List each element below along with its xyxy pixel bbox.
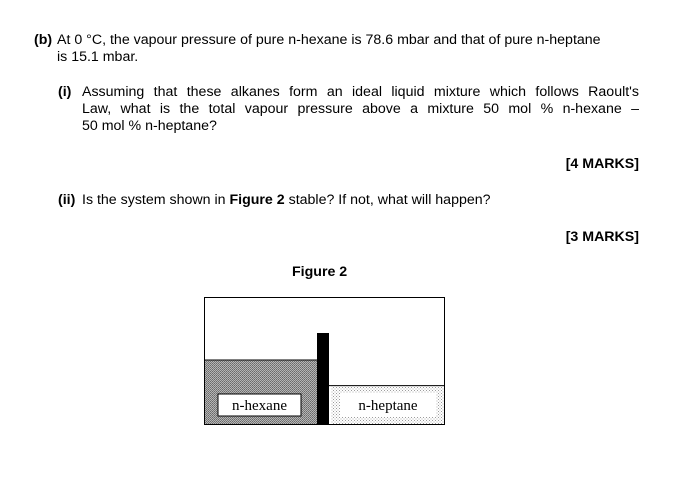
question-b-label: (b) — [34, 32, 53, 48]
part-ii-question: Is the system shown in Figure 2 stable? … — [82, 192, 491, 209]
part-ii-text-after: stable? If not, what will happen? — [288, 192, 491, 208]
n-hexane-label: n-hexane — [232, 398, 287, 414]
divider-wall — [317, 333, 329, 425]
part-i-marks: [4 MARKS] — [565, 156, 639, 172]
part-ii-figure-ref: Figure 2 — [229, 192, 285, 208]
figure-2-diagram: n-hexane n-heptane — [204, 297, 445, 425]
n-hexane-label-box — [217, 393, 302, 417]
part-i-label: (i) — [58, 84, 72, 100]
part-ii-text-before: Is the system shown in — [82, 192, 226, 208]
n-heptane-label-box — [340, 393, 436, 417]
part-ii-marks: [3 MARKS] — [565, 229, 639, 245]
part-ii-label: (ii) — [58, 192, 76, 208]
figure-title: Figure 2 — [292, 264, 348, 280]
part-i-line2: Law, what is the total vapour pressure a… — [82, 101, 639, 117]
question-b-line2: is 15.1 mbar. — [57, 49, 139, 65]
question-b-line1: At 0 °C, the vapour pressure of pure n-h… — [57, 32, 601, 48]
part-i-line1: Assuming that these alkanes form an idea… — [82, 84, 639, 100]
part-i-line3: 50 mol % n-heptane? — [82, 118, 217, 134]
n-heptane-label: n-heptane — [358, 398, 417, 414]
